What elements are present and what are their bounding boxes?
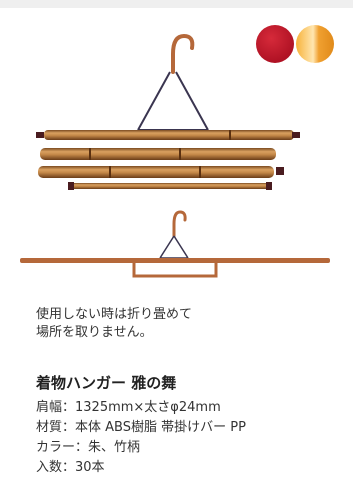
- folding-note: 使用しない時は折り畳めて 場所を取りません。: [36, 307, 193, 340]
- product-title: 着物ハンガー 雅の舞: [36, 374, 177, 392]
- spec-shoulder-width: 肩幅：1325mm×太さφ24mm: [36, 400, 221, 415]
- spec-quantity: 入数：30本: [36, 460, 105, 475]
- spec-color: カラー：朱、竹柄: [36, 440, 141, 455]
- color-swatch-bamboo[interactable]: [296, 25, 334, 63]
- color-swatch-red[interactable]: [256, 25, 294, 63]
- open-hanger-image: [20, 210, 330, 278]
- hanger-hook-icon: [171, 33, 195, 74]
- spec-material: 材質：本体 ABS樹脂 帯掛けバー PP: [36, 420, 246, 435]
- hanger-hook-icon: [172, 210, 187, 238]
- folded-hanger-image: [36, 33, 300, 190]
- top-band: [0, 0, 353, 8]
